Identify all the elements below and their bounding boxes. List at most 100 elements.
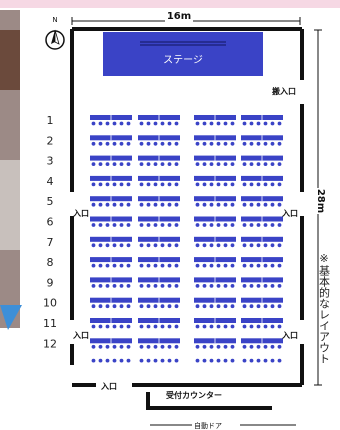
chair — [216, 243, 221, 248]
chair — [216, 162, 221, 167]
chair — [223, 284, 228, 288]
compass: N — [45, 16, 65, 50]
chair — [277, 182, 282, 187]
seat-row — [90, 155, 283, 167]
chair — [216, 304, 221, 309]
chair — [202, 202, 207, 207]
chair — [195, 223, 200, 227]
width-dimension: 16m — [71, 10, 301, 25]
chair — [126, 243, 131, 248]
seat-row — [90, 115, 283, 126]
chair — [119, 141, 124, 146]
chair — [263, 358, 268, 363]
chair — [249, 304, 254, 309]
row-number: 11 — [43, 317, 57, 330]
chair — [160, 162, 165, 167]
chair — [126, 263, 131, 268]
chair — [174, 223, 179, 227]
chair — [249, 263, 254, 268]
seat-row — [90, 175, 283, 187]
chair — [98, 182, 103, 187]
chair — [195, 182, 200, 187]
chair — [167, 202, 172, 207]
chair — [174, 344, 179, 349]
chair — [202, 162, 207, 167]
staff-entrance-label: 搬入口 — [272, 86, 296, 96]
chair — [195, 344, 200, 349]
chair — [105, 162, 110, 167]
row-number: 12 — [43, 337, 57, 350]
chair — [153, 182, 158, 187]
chair — [153, 243, 158, 248]
chair — [174, 243, 179, 248]
chair — [216, 263, 221, 268]
chair — [256, 121, 261, 126]
chair — [256, 182, 261, 187]
chair — [167, 182, 172, 187]
callout-arrow-icon — [0, 305, 22, 330]
chair — [139, 121, 144, 126]
chair — [216, 202, 221, 207]
chair — [242, 358, 247, 363]
chair — [270, 182, 275, 187]
chair — [174, 263, 179, 268]
chair — [91, 263, 96, 268]
chair — [139, 304, 144, 309]
chair — [202, 284, 207, 288]
chair — [146, 304, 151, 309]
chair — [146, 284, 151, 288]
chair — [263, 121, 268, 126]
chair — [223, 202, 228, 207]
chair — [230, 162, 235, 167]
entrance-label-left-upper: 入口 — [72, 209, 89, 218]
chair — [230, 263, 235, 268]
chair — [167, 243, 172, 248]
chair — [270, 162, 275, 167]
chair — [98, 263, 103, 268]
chair — [195, 243, 200, 248]
chair — [126, 121, 131, 126]
chair — [209, 263, 214, 268]
chair — [112, 358, 117, 363]
chair — [112, 344, 117, 349]
chair — [195, 202, 200, 207]
reception-label: 受付カウンター — [166, 390, 222, 400]
chair — [146, 141, 151, 146]
chair — [174, 121, 179, 126]
seat-row — [90, 257, 283, 268]
chair — [105, 182, 110, 187]
chair — [209, 141, 214, 146]
chair — [98, 358, 103, 363]
chair — [126, 304, 131, 309]
chair — [195, 304, 200, 309]
chair — [256, 162, 261, 167]
entrance-label-right-lower: 入口 — [281, 331, 298, 340]
chair — [230, 182, 235, 187]
chair — [153, 141, 158, 146]
chair — [160, 358, 165, 363]
chair — [139, 243, 144, 248]
chair — [112, 121, 117, 126]
chair — [153, 304, 158, 309]
chair — [270, 141, 275, 146]
chair — [126, 344, 131, 349]
chair — [139, 358, 144, 363]
chair — [174, 202, 179, 207]
chair — [91, 324, 96, 329]
depth-label: 28m — [315, 189, 326, 213]
chair — [91, 202, 96, 207]
chair — [112, 304, 117, 309]
chair — [146, 344, 151, 349]
chair — [202, 223, 207, 227]
chair — [146, 243, 151, 248]
chair — [153, 223, 158, 227]
chair — [263, 162, 268, 167]
row-number: 8 — [47, 256, 54, 269]
chair — [91, 162, 96, 167]
chair — [256, 263, 261, 268]
chair — [230, 223, 235, 227]
chair — [139, 324, 144, 329]
chair — [91, 141, 96, 146]
chair — [98, 202, 103, 207]
